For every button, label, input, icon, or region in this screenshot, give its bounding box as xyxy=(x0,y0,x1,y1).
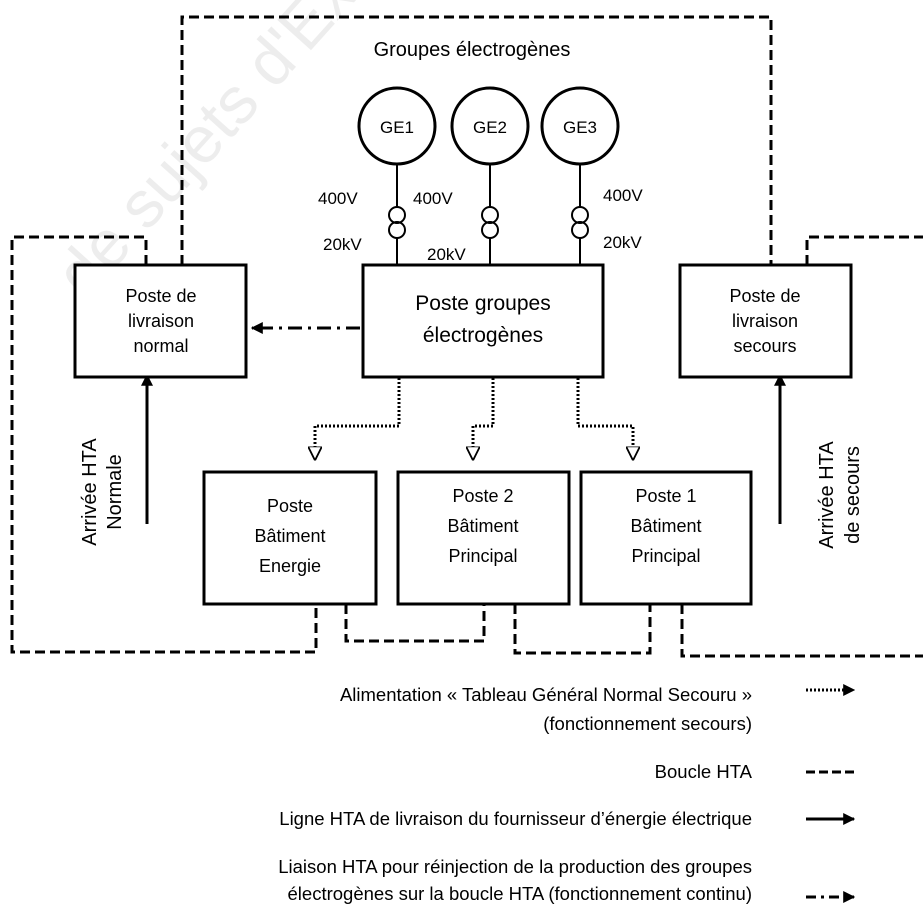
poste-batiment-energie: Poste Bâtiment Energie xyxy=(202,470,378,606)
poste-livraison-normal-line2: livraison xyxy=(128,311,194,331)
poste-livraison-normal: Poste de livraison normal xyxy=(73,263,248,379)
generator-ge1: GE1 xyxy=(357,86,437,268)
generator-ge2-label: GE2 xyxy=(473,118,507,137)
alimentation-tgns-links xyxy=(315,378,633,459)
poste-1-line2: Bâtiment xyxy=(630,516,701,536)
legend-item3: Ligne HTA de livraison du fournisseur d’… xyxy=(279,808,752,829)
poste-2-line3: Principal xyxy=(448,546,517,566)
arrivee-hta-secours-line2: de secours xyxy=(842,446,864,544)
poste-2-batiment-principal: Poste 2 Bâtiment Principal xyxy=(396,470,571,606)
boucle-hta xyxy=(10,15,923,658)
poste-2-line1: Poste 2 xyxy=(452,486,513,506)
poste-2-line2: Bâtiment xyxy=(447,516,518,536)
arrivee-hta-normale-line1: Arrivée HTA xyxy=(79,438,101,546)
poste-groupes-line2: électrogènes xyxy=(423,324,543,347)
poste-1-batiment-principal: Poste 1 Bâtiment Principal xyxy=(579,470,753,606)
poste-energie-line1: Poste xyxy=(267,496,313,516)
poste-energie-line3: Energie xyxy=(259,556,321,576)
legend-item4-line2: électrogènes sur la boucle HTA (fonction… xyxy=(288,883,752,904)
voltage-ge3-low: 400V xyxy=(603,186,643,205)
voltage-ge1-high: 20kV xyxy=(323,235,362,254)
poste-livraison-normal-line3: normal xyxy=(133,336,188,356)
voltage-ge2-high: 20kV xyxy=(427,245,466,264)
legend-item1-line1: Alimentation « Tableau Général Normal Se… xyxy=(340,684,752,705)
legend-item4-line1: Liaison HTA pour réinjection de la produ… xyxy=(278,856,752,877)
generator-ge3-label: GE3 xyxy=(563,118,597,137)
legend-item1-line2: (fonctionnement secours) xyxy=(543,713,752,734)
poste-livraison-secours: Poste de livraison secours xyxy=(678,263,853,379)
legend: Alimentation « Tableau Général Normal Se… xyxy=(278,684,856,904)
arrivee-hta-normale-line2: Normale xyxy=(104,454,126,530)
generator-ge3: GE3 xyxy=(540,86,620,268)
poste-1-line3: Principal xyxy=(631,546,700,566)
poste-livraison-secours-line2: livraison xyxy=(732,311,798,331)
poste-1-line1: Poste 1 xyxy=(635,486,696,506)
legend-item2: Boucle HTA xyxy=(655,761,753,782)
poste-energie-line2: Bâtiment xyxy=(254,526,325,546)
voltage-ge2-low: 400V xyxy=(413,189,453,208)
voltage-ge1-low: 400V xyxy=(318,189,358,208)
poste-livraison-secours-line3: secours xyxy=(733,336,796,356)
diagram-title: Groupes électrogènes xyxy=(374,39,571,61)
poste-livraison-secours-line1: Poste de xyxy=(729,286,800,306)
poste-groupes-line1: Poste groupes xyxy=(415,292,550,315)
voltage-ge3-high: 20kV xyxy=(603,233,642,252)
arrivee-hta-secours-line1: Arrivée HTA xyxy=(816,441,838,549)
poste-livraison-normal-line1: Poste de xyxy=(125,286,196,306)
generator-ge2: GE2 xyxy=(450,86,530,268)
poste-groupes-electrogenes: Poste groupes électrogènes xyxy=(361,263,605,379)
generator-ge1-label: GE1 xyxy=(380,118,414,137)
